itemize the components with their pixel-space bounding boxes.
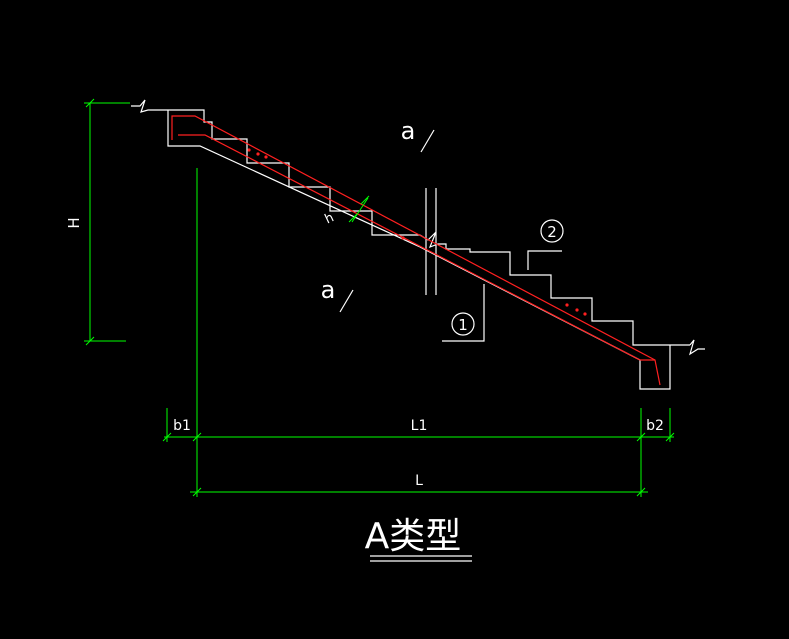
tick — [162, 432, 172, 442]
tick — [665, 432, 675, 442]
section-mark-stroke — [420, 129, 435, 153]
top-break-line — [131, 99, 168, 113]
tick — [360, 195, 370, 205]
bottom-break-line — [688, 339, 705, 356]
tick — [85, 98, 95, 108]
rebar-dots — [247, 148, 587, 316]
tick — [636, 432, 646, 442]
section-mark-stroke — [339, 289, 354, 313]
callout-leader-2 — [527, 250, 562, 270]
callout-circle-2 — [540, 219, 564, 243]
callout-circle-1 — [451, 312, 475, 336]
tick — [348, 213, 358, 223]
tick — [85, 336, 95, 346]
upper-underside — [167, 110, 421, 248]
thickness-dim — [351, 197, 369, 223]
section-mark-upper: a — [401, 117, 416, 145]
callout-1-label: 1 — [458, 316, 468, 334]
thickness-label: h — [323, 210, 337, 227]
section-mark-lower: a — [321, 276, 336, 304]
upper-steps — [168, 109, 420, 236]
b1-label: b1 — [173, 418, 191, 434]
l1-label: L1 — [411, 418, 428, 434]
l-label: L — [415, 473, 423, 489]
tick — [192, 487, 202, 497]
bottom-rebar — [178, 134, 655, 361]
middle-break — [419, 231, 690, 346]
tick — [192, 432, 202, 442]
callout-leader-1 — [442, 284, 485, 342]
dimension-lines — [84, 98, 675, 497]
callout-2-label: 2 — [547, 223, 557, 241]
tick — [636, 487, 646, 497]
rebar — [171, 115, 661, 386]
height-label: H — [65, 217, 83, 228]
top-rebar — [171, 115, 661, 386]
drawing-title: A类型 — [365, 516, 462, 557]
b2-label: b2 — [646, 418, 664, 434]
